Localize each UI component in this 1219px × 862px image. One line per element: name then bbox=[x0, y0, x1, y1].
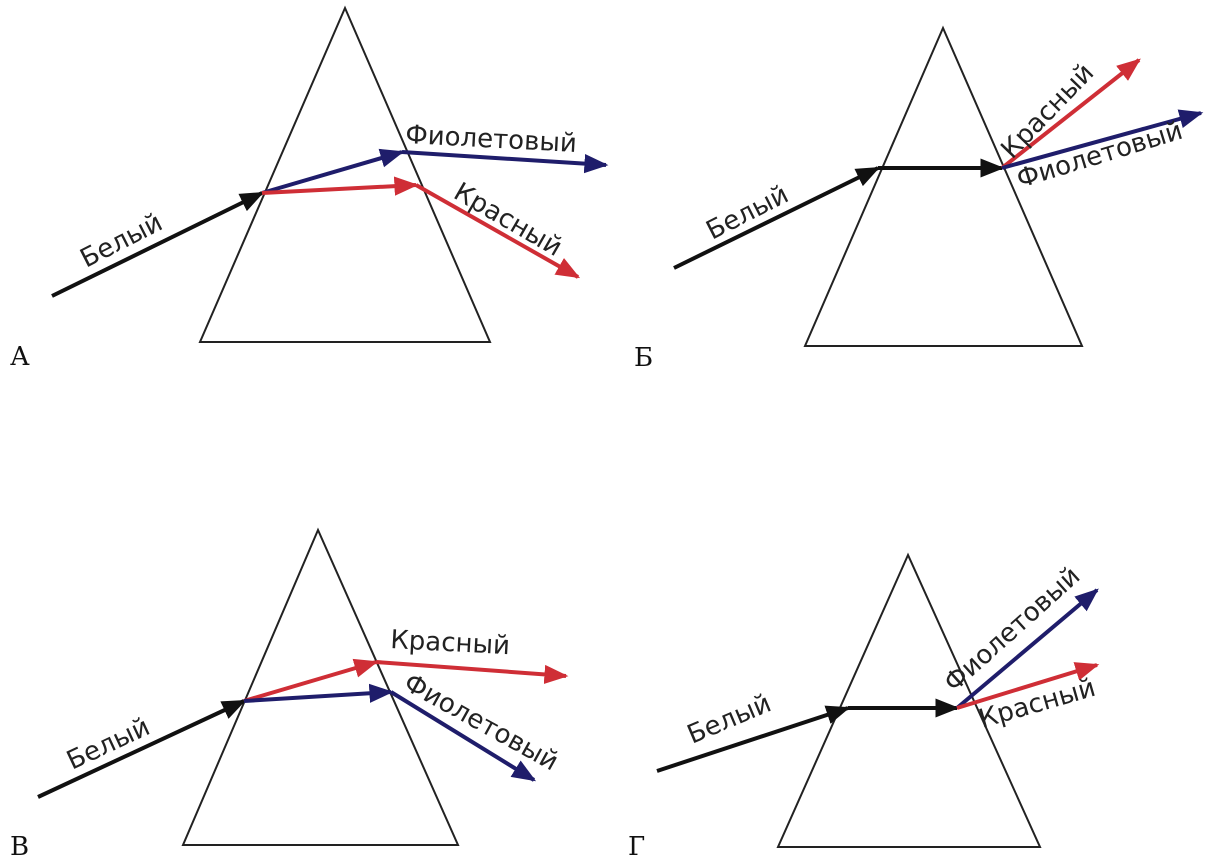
violet-outgoing-ray-g bbox=[955, 588, 1099, 710]
red-outgoing-ray-g bbox=[956, 662, 1100, 710]
violet-inside-ray-v bbox=[243, 683, 394, 703]
red-inside-ray-v bbox=[243, 658, 379, 703]
white-ray-a bbox=[51, 191, 265, 298]
white-label-b: Белый bbox=[702, 180, 794, 247]
white-ray-g bbox=[656, 705, 851, 773]
white-label-a: Белый bbox=[76, 208, 168, 275]
violet-label-g: Фиолетовый bbox=[939, 561, 1087, 698]
prism-b bbox=[803, 25, 1084, 347]
panel-v: Белый Красный Фиолетовый В bbox=[10, 527, 569, 862]
white-label-v: Белый bbox=[62, 712, 154, 776]
violet-outgoing-ray-v bbox=[389, 690, 537, 782]
red-outgoing-ray-a bbox=[415, 183, 581, 279]
red-label-v: Красный bbox=[390, 625, 511, 661]
violet-label-v: Фиолетовый bbox=[399, 668, 564, 777]
violet-outgoing-ray-b bbox=[1001, 109, 1204, 170]
panel-a: Белый Фиолетовый Красный А bbox=[10, 5, 609, 372]
panel-letter-v: В bbox=[10, 832, 29, 862]
white-label-g: Белый bbox=[683, 688, 776, 750]
white-ray-v bbox=[37, 699, 247, 799]
red-label-a: Красный bbox=[449, 177, 568, 263]
red-outgoing-ray-v bbox=[375, 660, 569, 684]
panel-b: Белый Красный Фиолетовый Б bbox=[634, 25, 1204, 373]
prism-a bbox=[198, 5, 492, 343]
panel-g: Белый Фиолетовый Красный Г bbox=[628, 552, 1100, 862]
white-ray-b bbox=[673, 166, 881, 270]
violet-outgoing-ray-a bbox=[401, 150, 609, 174]
red-outgoing-ray-b bbox=[1000, 58, 1141, 170]
panel-letter-g: Г bbox=[628, 832, 645, 862]
panel-letter-b: Б bbox=[634, 343, 653, 373]
red-inside-ray-a bbox=[261, 176, 419, 196]
violet-inside-ray-a bbox=[261, 148, 405, 195]
panel-letter-a: А bbox=[10, 342, 30, 372]
